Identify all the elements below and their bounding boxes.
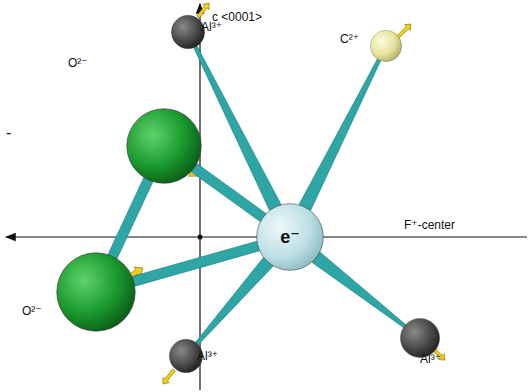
sphere-shape xyxy=(257,204,324,271)
bond-wedge xyxy=(191,164,266,222)
displacement-arrows xyxy=(123,3,445,384)
sphere-shape xyxy=(57,253,135,331)
displacement-arrow xyxy=(197,3,209,18)
sphere-shape xyxy=(400,318,439,357)
electron-label: e⁻ xyxy=(256,203,324,271)
displacement-arrow xyxy=(163,369,175,384)
ion-label: Al³⁺ xyxy=(197,349,231,363)
sphere-shape xyxy=(171,15,204,48)
axis-label: c <0001> xyxy=(212,10,262,24)
oxygen-ion: O²⁻ xyxy=(126,108,202,184)
ion-label: O²⁻ xyxy=(68,56,144,70)
atom-sphere xyxy=(56,252,136,332)
atom-sphere xyxy=(126,108,202,184)
ion-label: O²⁻ xyxy=(22,304,102,318)
bond-wedge xyxy=(132,241,259,286)
aluminium-ion: Al³⁺ xyxy=(171,15,205,49)
ion-label: Al³⁺ xyxy=(420,352,460,366)
aluminium-ion: Al³⁺ xyxy=(169,339,203,373)
displacement-arrow xyxy=(397,24,411,38)
carbon-ion: C²⁺ xyxy=(370,30,402,62)
origin-dot xyxy=(198,235,203,240)
atom-sphere xyxy=(370,30,402,62)
bond-wedge xyxy=(299,59,381,211)
bond-wedge xyxy=(194,46,282,211)
oxygen-ion: O²⁻ xyxy=(56,252,136,332)
atom-sphere xyxy=(171,15,205,49)
bond-wedge xyxy=(108,177,153,258)
defect-label: F⁺-center xyxy=(404,218,455,232)
f-center-vacancy: e⁻ xyxy=(256,203,324,271)
sphere-shape xyxy=(370,30,401,61)
bond-wedge xyxy=(312,252,406,328)
aluminium-ion: Al³⁺ xyxy=(400,318,440,358)
sign-label: - xyxy=(6,124,11,142)
ion-label: C²⁺ xyxy=(340,32,372,46)
sphere-shape xyxy=(127,109,201,183)
bond-wedge xyxy=(195,258,273,346)
